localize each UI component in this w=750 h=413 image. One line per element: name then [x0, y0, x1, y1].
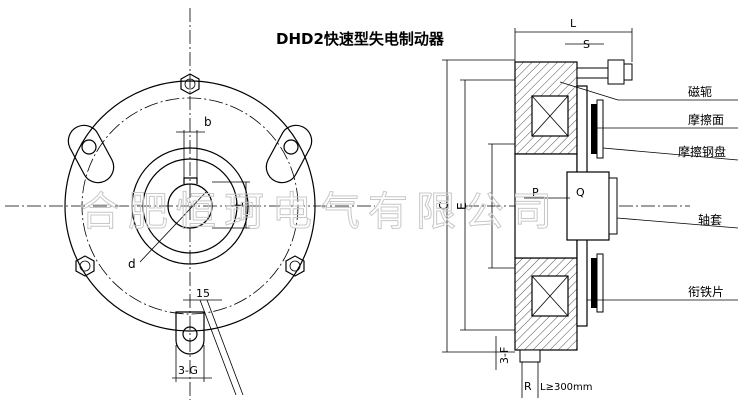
- callout-sleeve: 轴套: [698, 212, 722, 227]
- mounting-hole: [182, 326, 198, 342]
- dim-t-label: t: [232, 202, 246, 207]
- bolt-nut: [607, 59, 625, 85]
- friction-disc-lower: [596, 253, 604, 313]
- cable-line: [199, 299, 237, 396]
- hub-ring-inner: [142, 158, 238, 254]
- dim-C-label: C: [437, 202, 451, 210]
- keyway: [183, 177, 198, 184]
- hex-nut-bore: [184, 78, 196, 90]
- callout-yoke: 磁轭: [688, 84, 712, 99]
- dim-15-label: 15: [196, 287, 210, 300]
- hex-nut-bore: [79, 260, 91, 272]
- hex-nut: [285, 255, 305, 277]
- friction-lining-lower: [591, 258, 597, 308]
- dim-S-label: S: [583, 38, 590, 51]
- shaft-bore: [167, 183, 213, 229]
- drawing-title: DHD2快速型失电制动器: [276, 30, 445, 48]
- outer-housing: [64, 80, 316, 332]
- hex-nut-bore: [289, 260, 301, 272]
- hex-nut: [180, 73, 200, 95]
- coil-cross: [531, 95, 569, 137]
- mounting-lug: [67, 124, 115, 184]
- hub-ring-outer: [131, 147, 249, 265]
- hex-nuts: [75, 73, 305, 277]
- terminal-block: [519, 349, 541, 363]
- dim-Q-label: Q: [576, 186, 585, 199]
- hub-flange: [608, 177, 618, 235]
- mounting-hole: [81, 139, 97, 155]
- hub-sleeve: [566, 171, 610, 241]
- leader-line: [602, 147, 739, 161]
- mounting-lug: [175, 311, 205, 355]
- dim-b-label: b: [204, 115, 212, 129]
- friction-disc-upper: [596, 99, 604, 159]
- callout-friction-disc: 摩擦钢盘: [678, 144, 726, 159]
- cable-line: [206, 299, 244, 396]
- bolt-head: [623, 63, 633, 81]
- dim-L-label: L: [570, 17, 577, 30]
- dim-E-label: E: [455, 202, 469, 210]
- hex-nut: [75, 255, 95, 277]
- dim-d-label: d: [128, 257, 136, 271]
- mounting-hole: [283, 139, 299, 155]
- mounting-lugs: [67, 124, 313, 355]
- coil-cross: [531, 275, 569, 317]
- leader-line: [559, 81, 619, 101]
- dim-leader: [139, 191, 207, 263]
- leader-line: [616, 217, 739, 229]
- dim-3f-label: 3-F: [498, 347, 511, 364]
- front-view: b t d 15 3-G: [5, 8, 375, 400]
- bolt-circle: [81, 97, 299, 315]
- dim-3g-label: 3-G: [178, 364, 198, 377]
- dim-R-label: R: [524, 380, 532, 393]
- mounting-lug: [265, 124, 313, 184]
- callout-friction-face: 摩擦面: [688, 112, 724, 127]
- cable-length-note: L≥300mm: [540, 382, 593, 393]
- section-view: L S C E P Q 3-F R L≥300mm: [437, 17, 739, 398]
- dim-P-label: P: [532, 186, 539, 199]
- company-watermark: 合肥恒珂电气有限公司: [80, 189, 560, 235]
- callout-armature: 衔铁片: [688, 285, 724, 299]
- friction-lining-upper: [591, 104, 597, 154]
